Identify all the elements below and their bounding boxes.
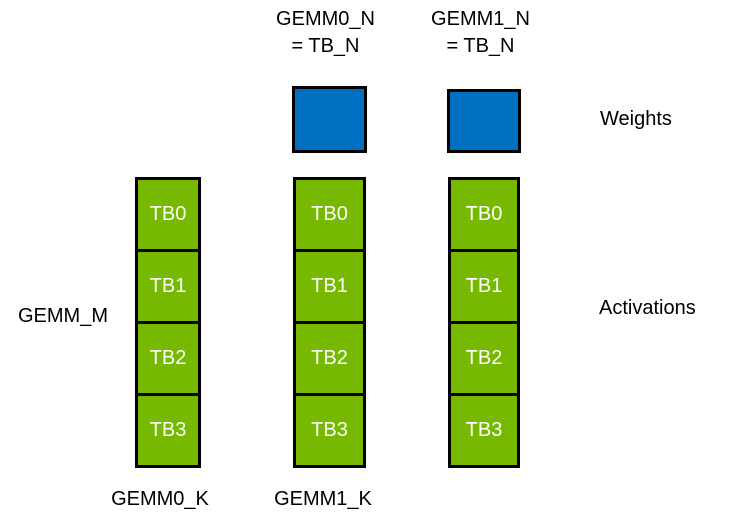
tb-cell: TB1 (448, 249, 520, 324)
gemm1-k-label: GEMM1_K (274, 488, 372, 510)
gemm1-n-label: GEMM1_N = TB_N (431, 8, 530, 57)
weights-label: Weights (600, 108, 672, 130)
activations-column-2: TB0 TB1 TB2 TB3 (448, 177, 520, 468)
activations-label: Activations (599, 297, 696, 319)
activations-column-0: TB0 TB1 TB2 TB3 (135, 177, 201, 468)
gemm-m-label: GEMM_M (18, 305, 108, 327)
tb-cell: TB2 (448, 321, 520, 396)
tb-cell: TB3 (293, 393, 366, 468)
tb-cell: TB2 (135, 321, 201, 396)
tb-cell: TB1 (135, 249, 201, 324)
tb-cell: TB3 (135, 393, 201, 468)
weights-block-gemm0 (292, 86, 367, 153)
weights-block-gemm1 (447, 89, 521, 153)
gemm0-k-label: GEMM0_K (111, 488, 209, 510)
gemm0-n-label: GEMM0_N = TB_N (276, 8, 375, 57)
activations-column-1: TB0 TB1 TB2 TB3 (293, 177, 366, 468)
tb-cell: TB0 (293, 177, 366, 252)
tb-cell: TB0 (448, 177, 520, 252)
tb-cell: TB3 (448, 393, 520, 468)
tb-cell: TB2 (293, 321, 366, 396)
tb-cell: TB1 (293, 249, 366, 324)
tb-cell: TB0 (135, 177, 201, 252)
